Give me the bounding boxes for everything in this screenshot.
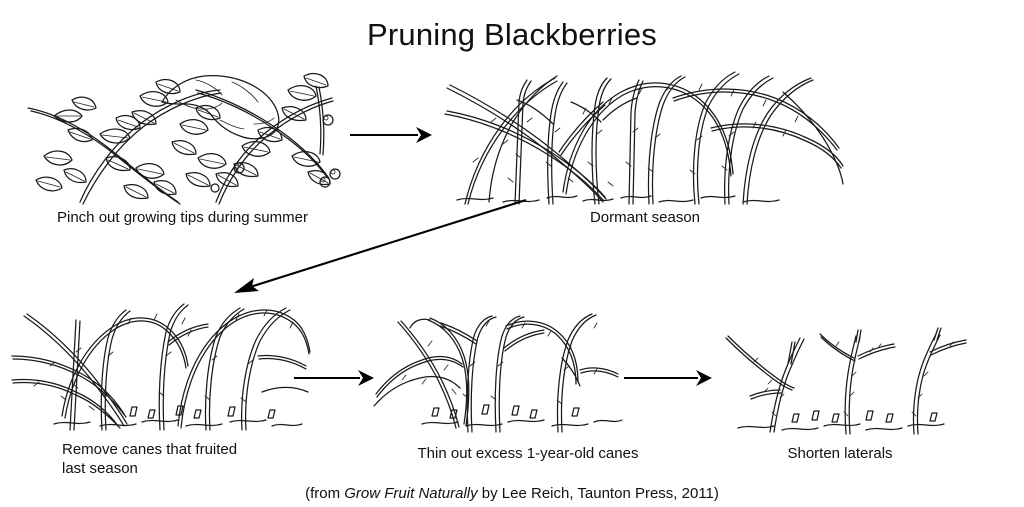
- step-2-illustration: [443, 62, 844, 207]
- leaf-cluster: [185, 153, 239, 188]
- ground-line: [421, 419, 623, 427]
- thinned-one-year-old-canes-art: [373, 313, 623, 433]
- step-3-illustration: [10, 296, 311, 434]
- step-1-illustration: [20, 62, 350, 207]
- thorns: [33, 309, 294, 411]
- step-1-caption: Pinch out growing tips during summer: [57, 209, 308, 226]
- ground-line: [737, 423, 945, 431]
- berry: [210, 114, 341, 193]
- leaf-cluster: [35, 150, 87, 192]
- canes-after-removing-fruited-art: [11, 303, 311, 431]
- step-5-caption: Shorten laterals: [787, 445, 893, 462]
- leaf-cluster: [281, 73, 329, 122]
- step-3-caption: Remove canes that fruited last season: [62, 441, 238, 477]
- page-title: Pruning Blackberries: [366, 17, 658, 52]
- credit-prefix: (from: [305, 485, 345, 502]
- step-5-illustration: [718, 327, 968, 438]
- source-credit: (from Grow Fruit Naturally by Lee Reich,…: [0, 484, 1024, 504]
- ground-line: [456, 195, 780, 203]
- leaf-cluster: [233, 127, 283, 178]
- thorns: [472, 83, 799, 187]
- canes-with-shortened-laterals-art: [725, 327, 967, 435]
- cut-cane-stubs: [791, 410, 938, 423]
- credit-book-title: Grow Fruit Naturally: [344, 485, 478, 502]
- blackberry-leafy-canes-art: [27, 73, 341, 205]
- leaf-cluster: [171, 105, 221, 156]
- step-4-illustration: [372, 313, 623, 436]
- arrow-step2-to-step3: [232, 196, 532, 296]
- thorns: [753, 341, 954, 417]
- step-4-caption: Thin out excess 1-year-old canes: [417, 445, 639, 462]
- step-2-caption: Dormant season: [589, 209, 701, 226]
- leaf-cluster: [131, 79, 181, 126]
- hand-pinching-tip: [161, 74, 280, 140]
- ground-line: [53, 419, 303, 427]
- arrow-step1-to-step2: [348, 122, 438, 148]
- cut-cane-stubs: [129, 405, 276, 419]
- leaf-cluster: [123, 163, 177, 200]
- thorns: [401, 320, 598, 405]
- arrow-step4-to-step5: [622, 366, 722, 390]
- cut-cane-stubs: [431, 404, 580, 419]
- leaf-cluster: [53, 96, 97, 143]
- credit-suffix: by Lee Reich, Taunton Press, 2011): [477, 485, 719, 502]
- leaf-cluster: [99, 115, 141, 172]
- arrow-step3-to-step4: [292, 366, 382, 390]
- dormant-cane-thicket-art: [444, 71, 844, 205]
